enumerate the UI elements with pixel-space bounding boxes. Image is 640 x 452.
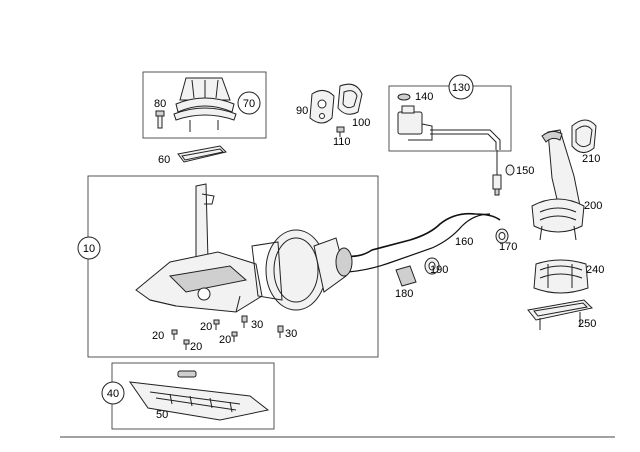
callout-240: 240 — [586, 264, 604, 276]
callout-10: 10 — [83, 243, 95, 255]
callout-170: 170 — [499, 241, 517, 253]
callout-circle-70 — [237, 91, 261, 115]
brake-booster-part — [251, 229, 353, 311]
nut-30b-part — [277, 325, 284, 338]
callout-20d: 20 — [219, 334, 231, 346]
frame-250-part — [527, 299, 594, 330]
callout-190: 190 — [430, 264, 448, 276]
lever-boot-200-part — [531, 129, 585, 241]
screw-80-part — [155, 110, 165, 129]
callout-40: 40 — [107, 388, 119, 400]
bolt-20a-part — [171, 329, 178, 340]
clamp-180-part — [395, 265, 417, 287]
clamp-170-part — [495, 228, 509, 244]
grommet-150b-part — [505, 164, 515, 176]
group-box-70 — [142, 71, 267, 139]
ring-210-part — [571, 119, 597, 153]
callout-130: 130 — [452, 82, 470, 94]
callout-150: 150 — [516, 165, 534, 177]
brake-line-160 — [344, 212, 501, 258]
callout-210: 210 — [582, 153, 600, 165]
callout-30b: 30 — [285, 328, 297, 340]
callout-20b: 20 — [200, 321, 212, 333]
callout-90: 90 — [296, 105, 308, 117]
boot-240-part — [533, 259, 589, 294]
callout-circle-130 — [448, 74, 474, 100]
callout-30a: 30 — [251, 319, 263, 331]
callout-20c: 20 — [190, 341, 202, 353]
gear-boot-part — [173, 77, 237, 132]
callout-80: 80 — [154, 98, 166, 110]
bolt-20c-part — [183, 339, 190, 350]
callout-140: 140 — [415, 91, 433, 103]
callout-110: 110 — [333, 136, 351, 148]
callout-circle-40 — [101, 381, 125, 405]
brake-line-160b — [347, 213, 491, 273]
callout-20a: 20 — [152, 330, 164, 342]
callout-circle-10 — [77, 236, 101, 260]
trim-panel-40-part — [128, 370, 270, 421]
sensor-150-part — [492, 150, 502, 196]
callout-100: 100 — [352, 117, 370, 129]
callout-60: 60 — [158, 154, 170, 166]
callout-200: 200 — [584, 200, 602, 212]
seal-ring-60-part — [177, 145, 227, 163]
pedal-assembly-part — [135, 183, 263, 313]
cover-100-part — [337, 83, 363, 115]
reservoir-130-part — [397, 93, 501, 150]
clip-110-part — [336, 126, 345, 137]
callout-160: 160 — [455, 236, 473, 248]
nut-30a-part — [241, 315, 248, 328]
callout-250: 250 — [578, 318, 596, 330]
grommet-190-part — [424, 257, 440, 275]
bracket-90-part — [309, 90, 335, 124]
bolt-20b-part — [213, 319, 220, 330]
callout-180: 180 — [395, 288, 413, 300]
callout-50: 50 — [156, 409, 168, 421]
bolt-20d-part — [231, 331, 238, 342]
callout-70: 70 — [243, 98, 255, 110]
